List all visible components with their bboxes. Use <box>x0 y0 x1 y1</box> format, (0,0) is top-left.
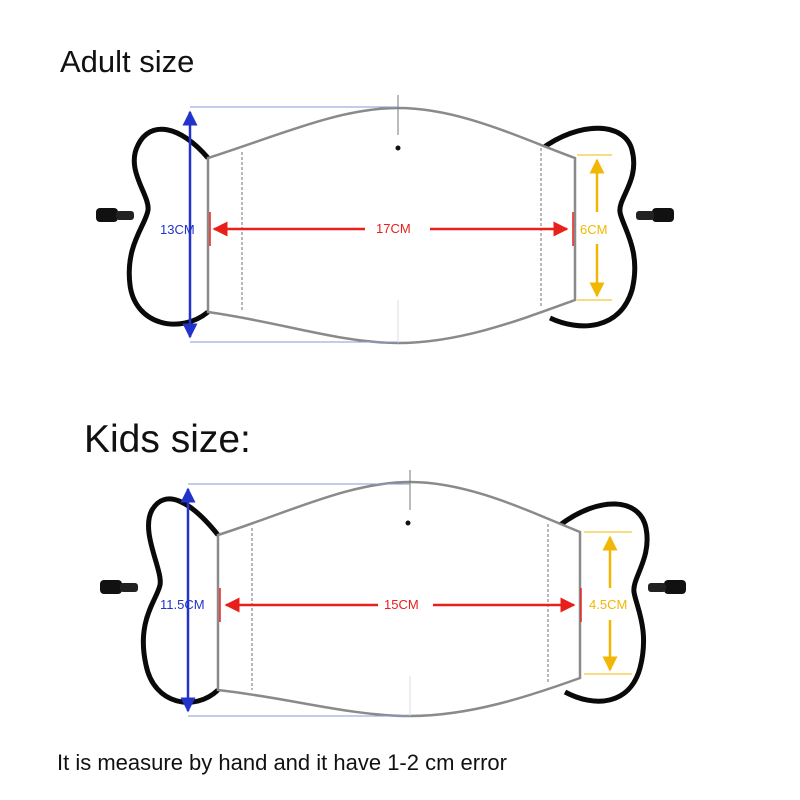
kids-left-toggle <box>100 580 138 594</box>
kids-size-title: Kids size: <box>84 418 251 461</box>
kids-mask: 11.5CM 15CM 4.5CM <box>100 470 686 718</box>
adult-mask: 13CM 17CM 6CM <box>96 95 674 345</box>
adult-mask-body <box>206 106 577 345</box>
kids-height-label: 11.5CM <box>160 597 205 612</box>
kids-right-toggle <box>648 580 686 594</box>
kids-side-label: 4.5CM <box>589 597 627 612</box>
adult-side-label: 6CM <box>580 222 607 237</box>
adult-right-strap <box>538 125 638 329</box>
kids-right-strap <box>558 501 650 704</box>
adult-left-toggle <box>96 208 134 222</box>
kids-left-strap <box>140 496 220 705</box>
kids-width-label: 15CM <box>384 597 419 612</box>
adult-size-title: Adult size <box>60 44 195 79</box>
kids-mask-body <box>216 480 582 718</box>
adult-left-strap <box>126 126 210 327</box>
measurement-note: It is measure by hand and it have 1-2 cm… <box>57 750 507 775</box>
adult-width-label: 17CM <box>376 221 411 236</box>
adult-right-toggle <box>636 208 674 222</box>
adult-height-label: 13CM <box>160 222 195 237</box>
